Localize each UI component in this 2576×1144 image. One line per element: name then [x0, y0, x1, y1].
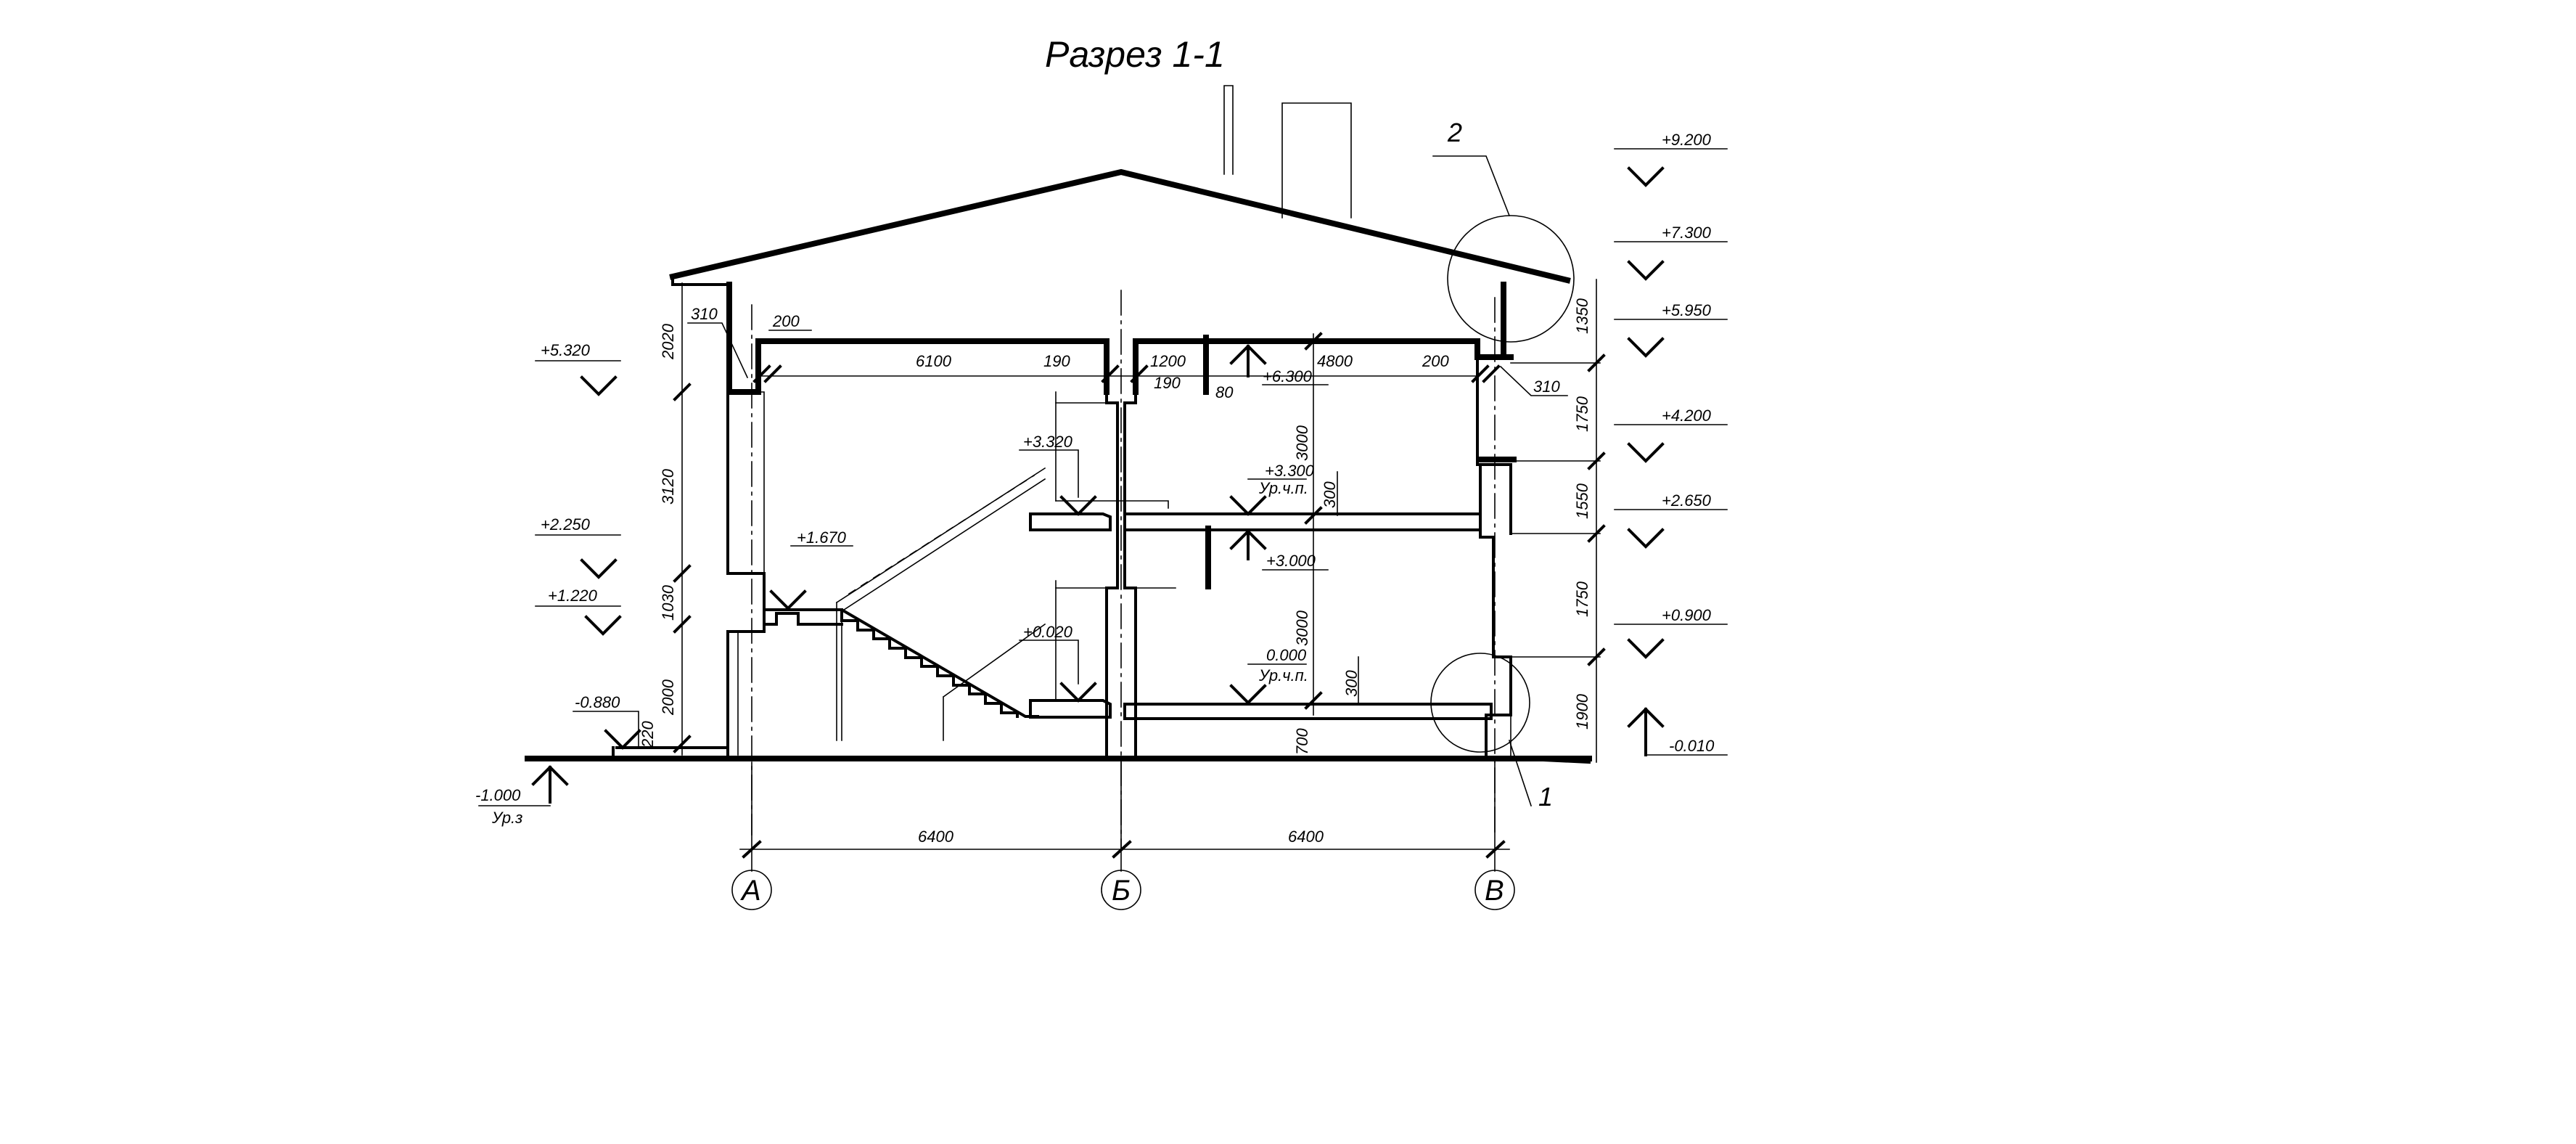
- staircase: [763, 391, 1169, 741]
- axis-markers: 6400 6400 А Б В: [731, 761, 1515, 910]
- left-level-5: -1.000: [475, 786, 521, 804]
- axis-label-v: В: [1485, 875, 1504, 907]
- inner-level-3320: +3.320: [1023, 433, 1073, 451]
- right-dim-2: 1750: [1573, 396, 1591, 432]
- inner-dim-3: 6100: [916, 352, 952, 370]
- inner-dimensions: 310 200 6100 190 1200 190 80 4800 200 31…: [687, 305, 1568, 755]
- right-dim-4: 1750: [1573, 581, 1591, 617]
- inner-dim-9: 200: [1422, 352, 1449, 370]
- axis-label-a: А: [740, 875, 761, 907]
- inner-dim-2: 200: [772, 312, 800, 330]
- left-dim-1: 2020: [659, 323, 677, 360]
- left-level-3: +1.220: [548, 587, 598, 605]
- ground-level-label: Ур.з: [491, 809, 522, 827]
- inner-level-6300: +6.300: [1263, 367, 1313, 385]
- callout-2-label: 2: [1447, 118, 1462, 147]
- second-floor-slab: [1029, 335, 1482, 589]
- right-level-4: +4.200: [1662, 406, 1712, 425]
- chimneys: [1223, 85, 1352, 218]
- left-level-4: -0.880: [575, 693, 620, 711]
- inner-dim-15: 700: [1293, 728, 1311, 755]
- inner-dim-7: 80: [1215, 383, 1234, 401]
- roof: [669, 168, 1571, 286]
- floor-label-1: Ур.ч.п.: [1258, 666, 1308, 685]
- inner-dim-1: 310: [691, 305, 718, 323]
- inner-dim-8: 4800: [1317, 352, 1353, 370]
- right-level-5: +2.650: [1662, 491, 1712, 510]
- axis-label-b: Б: [1112, 875, 1131, 907]
- right-level-2: +7.300: [1662, 224, 1712, 242]
- inner-level-0000: 0.000: [1266, 646, 1307, 664]
- left-dim-2: 3120: [659, 468, 677, 504]
- left-dimension-chain: 2020 3120 1030 2000 220: [639, 282, 692, 756]
- left-dim-5: 220: [639, 721, 657, 748]
- wall-axis-a: [726, 304, 766, 835]
- right-level-7: -0.010: [1669, 737, 1715, 755]
- inner-dim-5: 1200: [1150, 352, 1186, 370]
- callout-2: 2: [1432, 118, 1575, 343]
- floor-label-2: Ур.ч.п.: [1258, 479, 1308, 497]
- axis-span-2: 6400: [1288, 828, 1324, 846]
- inner-dim-14: 300: [1342, 670, 1361, 697]
- inner-dim-10: 310: [1533, 377, 1560, 396]
- inner-dim-6: 190: [1154, 374, 1181, 392]
- first-floor-slab: [1029, 699, 1493, 720]
- right-dim-5: 1900: [1573, 693, 1591, 730]
- inner-dim-4: 190: [1043, 352, 1070, 370]
- left-level-2: +2.250: [541, 515, 591, 534]
- wall-axis-b: [1055, 290, 1176, 850]
- inner-level-3300: +3.300: [1265, 462, 1315, 480]
- left-dim-3: 1030: [659, 584, 677, 621]
- left-dim-4: 2000: [659, 679, 677, 716]
- wall-axis-v: [1476, 297, 1517, 835]
- inner-level-3000: +3.000: [1266, 552, 1316, 570]
- ground-line: 1: [525, 653, 1592, 812]
- right-level-6: +0.900: [1662, 606, 1712, 624]
- left-level-1: +5.320: [541, 341, 591, 359]
- right-dim-1: 1350: [1573, 298, 1591, 334]
- left-level-marks: +5.320 +2.250 +1.220 -0.880 -1.000 Ур.з: [475, 341, 641, 827]
- inner-dim-13: 3000: [1293, 610, 1311, 646]
- inner-level-0020: +0.020: [1023, 623, 1073, 641]
- inner-level-1670: +1.670: [797, 528, 847, 547]
- inner-level-marks: +6.300 +3.300 Ур.ч.п. +3.000 +3.320 +1.6…: [769, 344, 1329, 705]
- inner-dim-12: 300: [1321, 481, 1339, 508]
- inner-dim-11: 3000: [1293, 425, 1311, 461]
- right-level-1: +9.200: [1662, 131, 1712, 149]
- callout-1-label: 1: [1538, 782, 1553, 812]
- right-dim-3: 1550: [1573, 483, 1591, 519]
- right-level-3: +5.950: [1662, 301, 1712, 319]
- drawing-title: Разрез 1-1: [1045, 34, 1225, 75]
- right-level-marks: +9.200 +7.300 +5.950 +4.200 +2.650 +0.90…: [1614, 131, 1728, 756]
- right-dimension-chain: 1350 1750 1550 1750 1900: [1510, 279, 1606, 763]
- attic-slab: [726, 282, 1514, 395]
- axis-span-1: 6400: [918, 828, 954, 846]
